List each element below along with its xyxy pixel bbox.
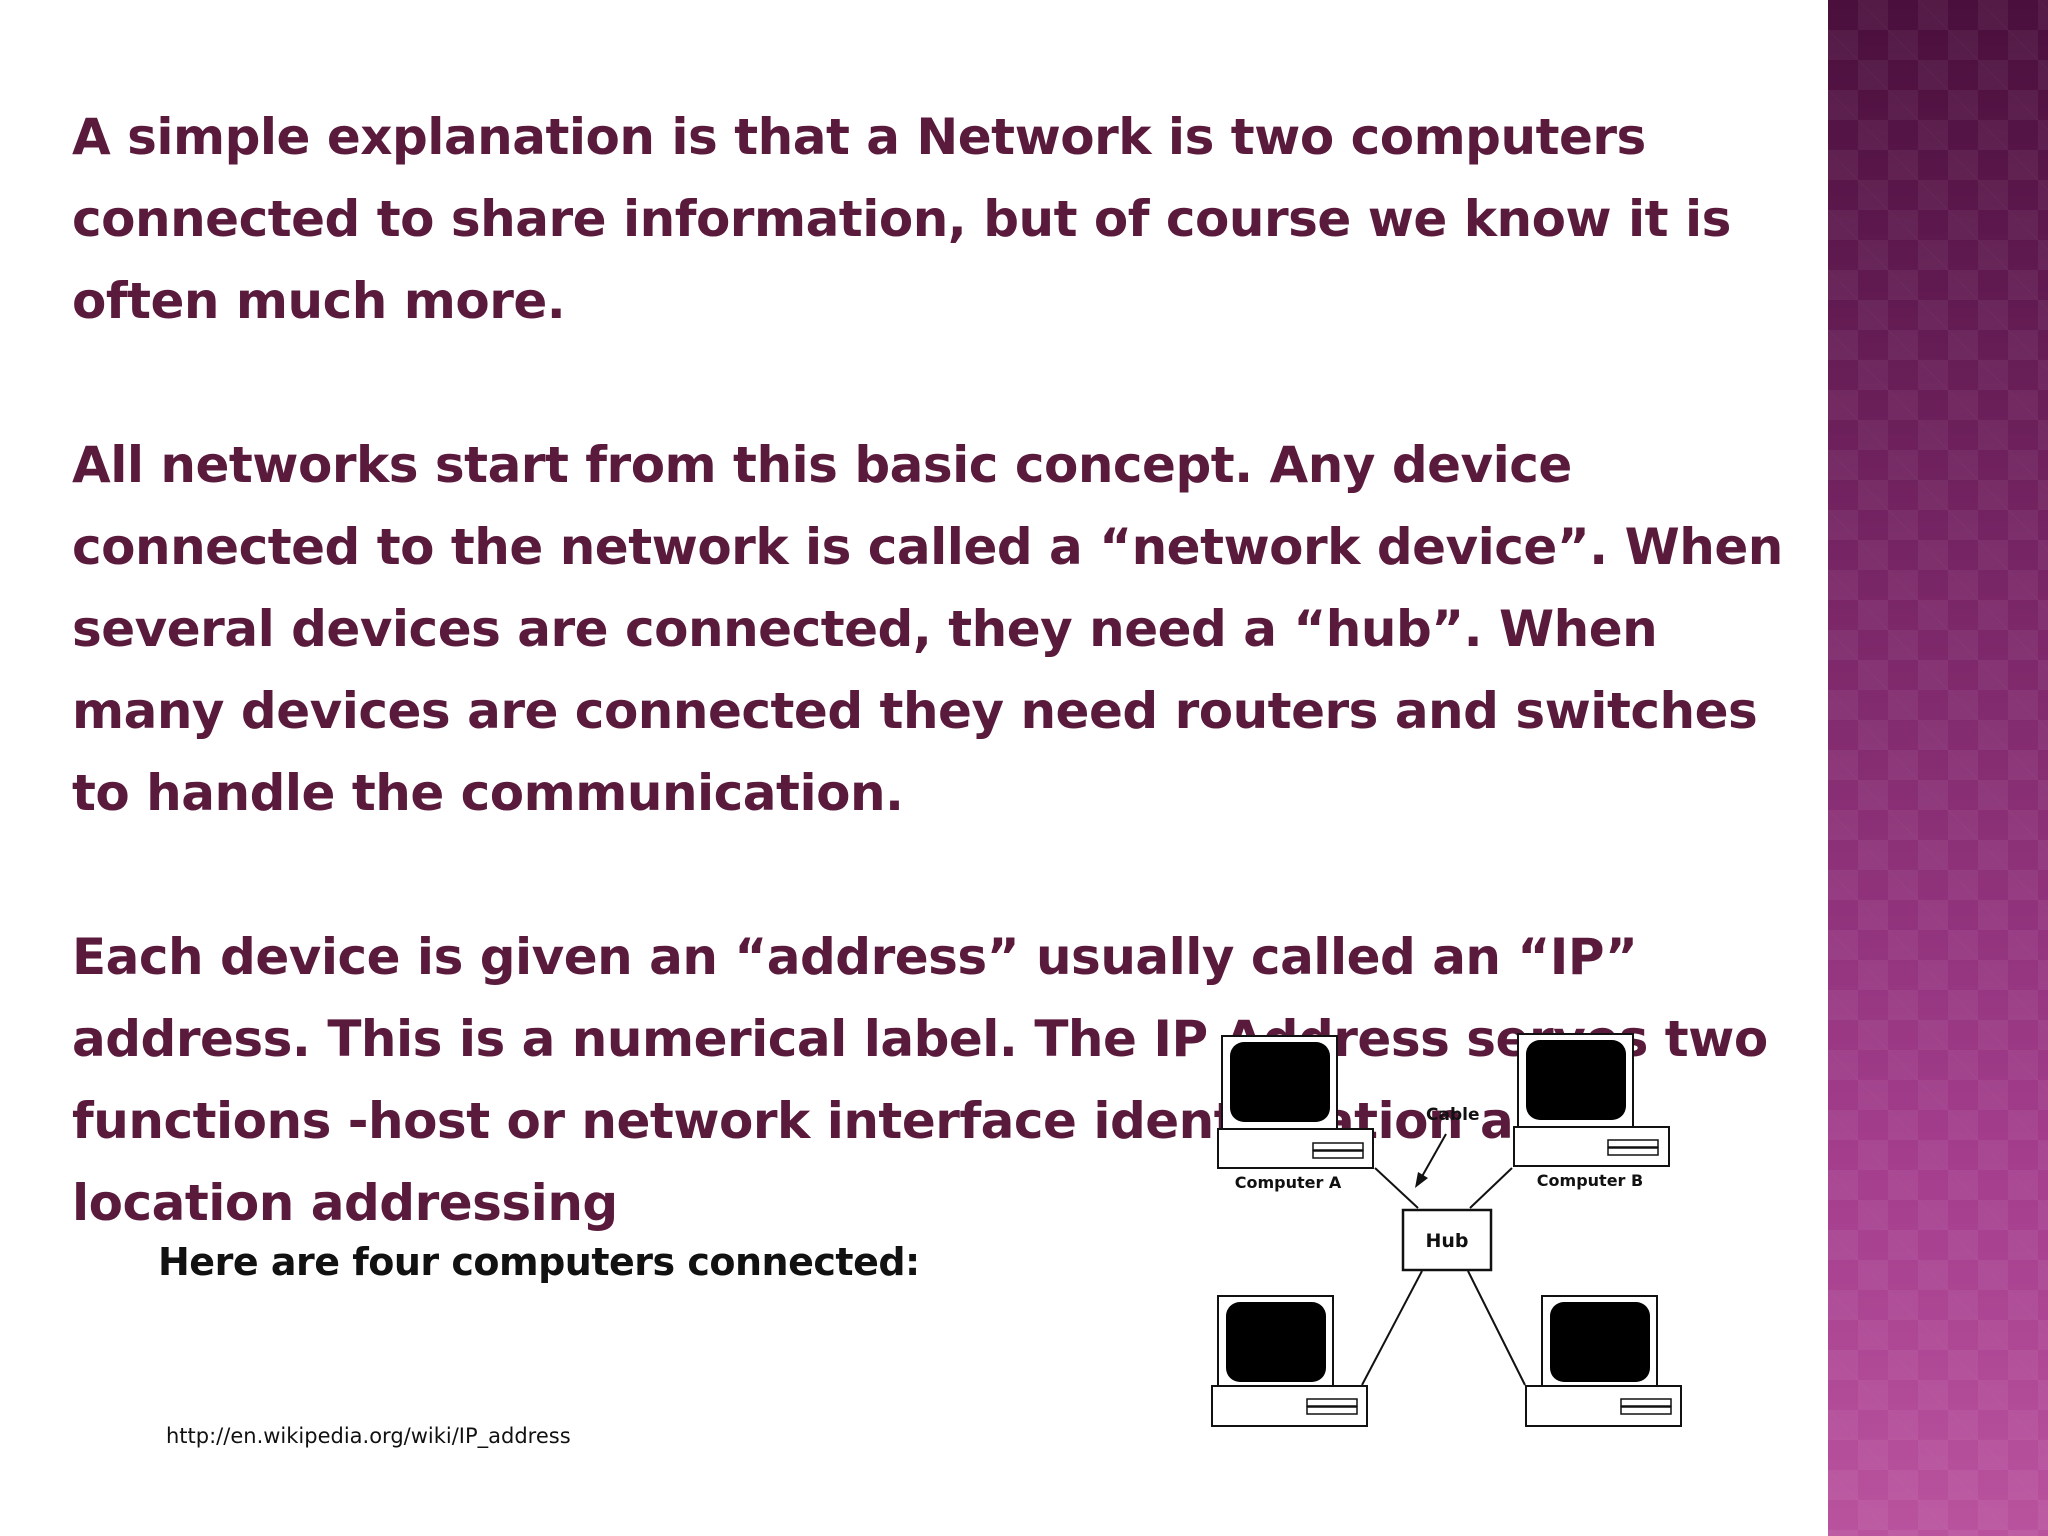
computer-d-icon xyxy=(1525,1295,1682,1427)
cable-line-b xyxy=(1469,1167,1513,1209)
computer-c-icon xyxy=(1211,1295,1368,1427)
cable-line-d xyxy=(1467,1270,1526,1386)
paragraph-network-devices: All networks start from this basic conce… xyxy=(72,436,1783,822)
cable-pointer-line xyxy=(1419,1133,1447,1181)
computer-a-icon xyxy=(1217,1035,1374,1169)
hub-box xyxy=(1401,1208,1493,1272)
hub-network-diagram: Cable Hub Computer A Computer B xyxy=(1211,1033,1682,1427)
cable-label: Cable xyxy=(1426,1105,1479,1125)
computer-a-label: Computer A xyxy=(1235,1173,1342,1192)
source-link[interactable]: http://en.wikipedia.org/wiki/IP_address xyxy=(166,1424,571,1448)
paragraph-network-definition: A simple explanation is that a Network i… xyxy=(72,108,1731,330)
slide-body: A simple explanation is that a Network i… xyxy=(72,96,1792,1326)
cable-pointer-arrowhead xyxy=(1415,1172,1428,1188)
decorative-side-band xyxy=(1828,0,2048,1536)
diagram-caption: Here are four computers connected: xyxy=(158,1240,920,1284)
cable-line-a xyxy=(1374,1167,1419,1209)
cable-line-c xyxy=(1361,1270,1423,1386)
hub-label: Hub xyxy=(1425,1230,1468,1252)
computer-b-icon xyxy=(1513,1033,1670,1167)
computer-b-label: Computer B xyxy=(1537,1171,1643,1190)
